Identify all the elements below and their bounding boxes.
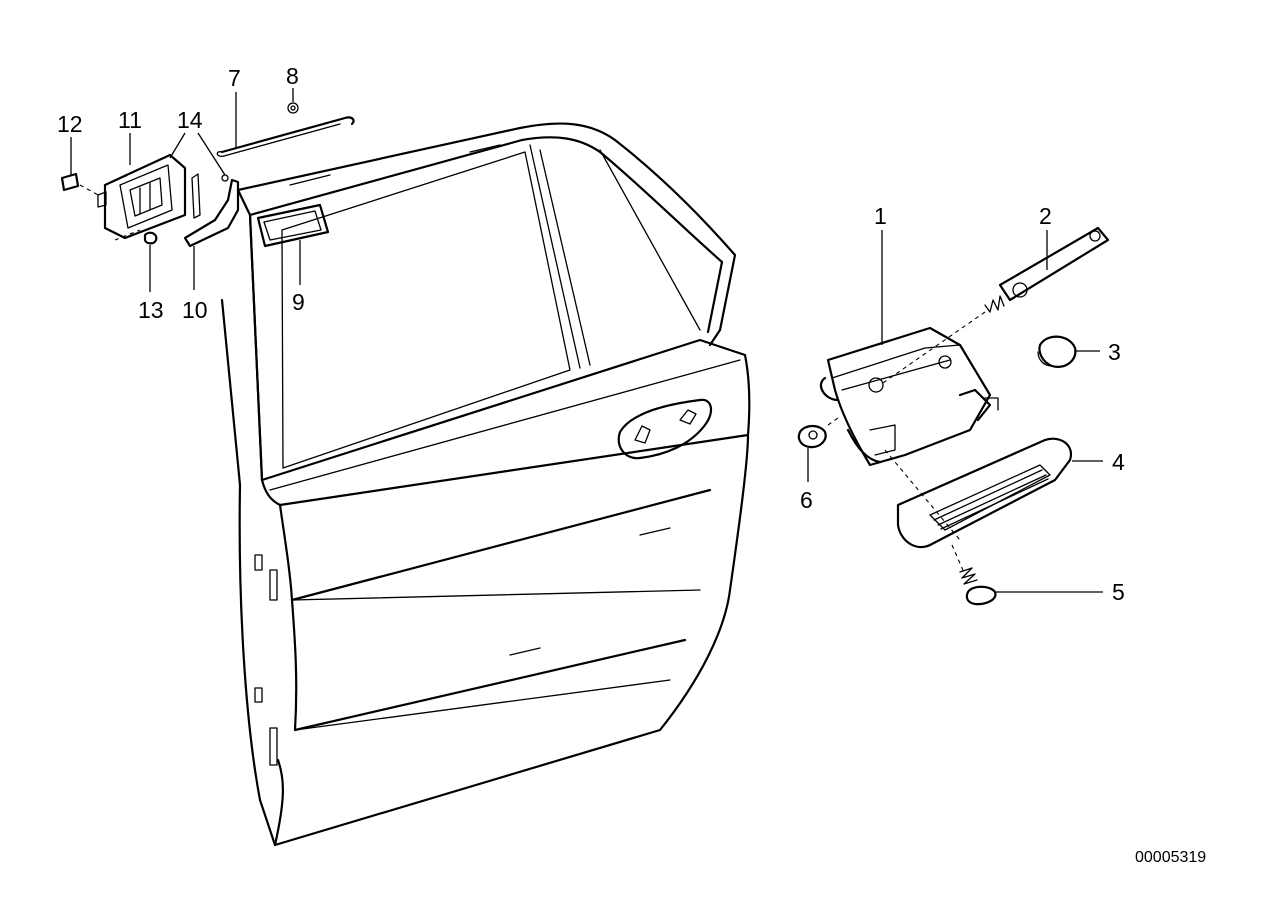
label-part-8: 8 xyxy=(286,63,299,89)
clip-drawing xyxy=(287,102,299,114)
rear-door-drawing xyxy=(220,122,751,847)
part-labels: 1 2 3 4 5 6 7 8 9 10 11 12 13 14 xyxy=(57,63,1125,605)
label-part-5: 5 xyxy=(1112,579,1125,605)
label-part-9: 9 xyxy=(292,289,305,315)
pin-drawing xyxy=(221,174,229,182)
inner-handle-housing-drawing xyxy=(97,153,187,240)
leader-lines xyxy=(70,88,1103,593)
operating-rod-drawing xyxy=(216,116,355,157)
bracket-drawing xyxy=(183,173,240,248)
screw-drawing xyxy=(959,567,997,606)
nut-drawing xyxy=(797,417,839,449)
inner-handle-cover-drawing xyxy=(256,203,330,248)
lock-lever-drawing xyxy=(879,226,1110,386)
label-part-7: 7 xyxy=(228,65,241,91)
document-number: 00005319 xyxy=(1135,849,1206,866)
outer-handle-drawing xyxy=(884,437,1073,576)
label-part-10: 10 xyxy=(182,297,208,323)
label-part-6: 6 xyxy=(800,487,813,513)
label-part-12: 12 xyxy=(57,111,83,137)
door-lock-drawing xyxy=(819,326,999,467)
label-part-3: 3 xyxy=(1108,339,1121,365)
label-part-2: 2 xyxy=(1039,203,1052,229)
clip-nut-drawing xyxy=(60,172,101,197)
label-part-11: 11 xyxy=(118,107,142,133)
small-screw-drawing xyxy=(114,229,158,245)
label-part-13: 13 xyxy=(138,297,164,323)
label-part-14: 14 xyxy=(177,107,203,133)
label-part-4: 4 xyxy=(1112,449,1125,475)
grommet-drawing xyxy=(1037,335,1077,368)
label-part-1: 1 xyxy=(874,203,887,229)
